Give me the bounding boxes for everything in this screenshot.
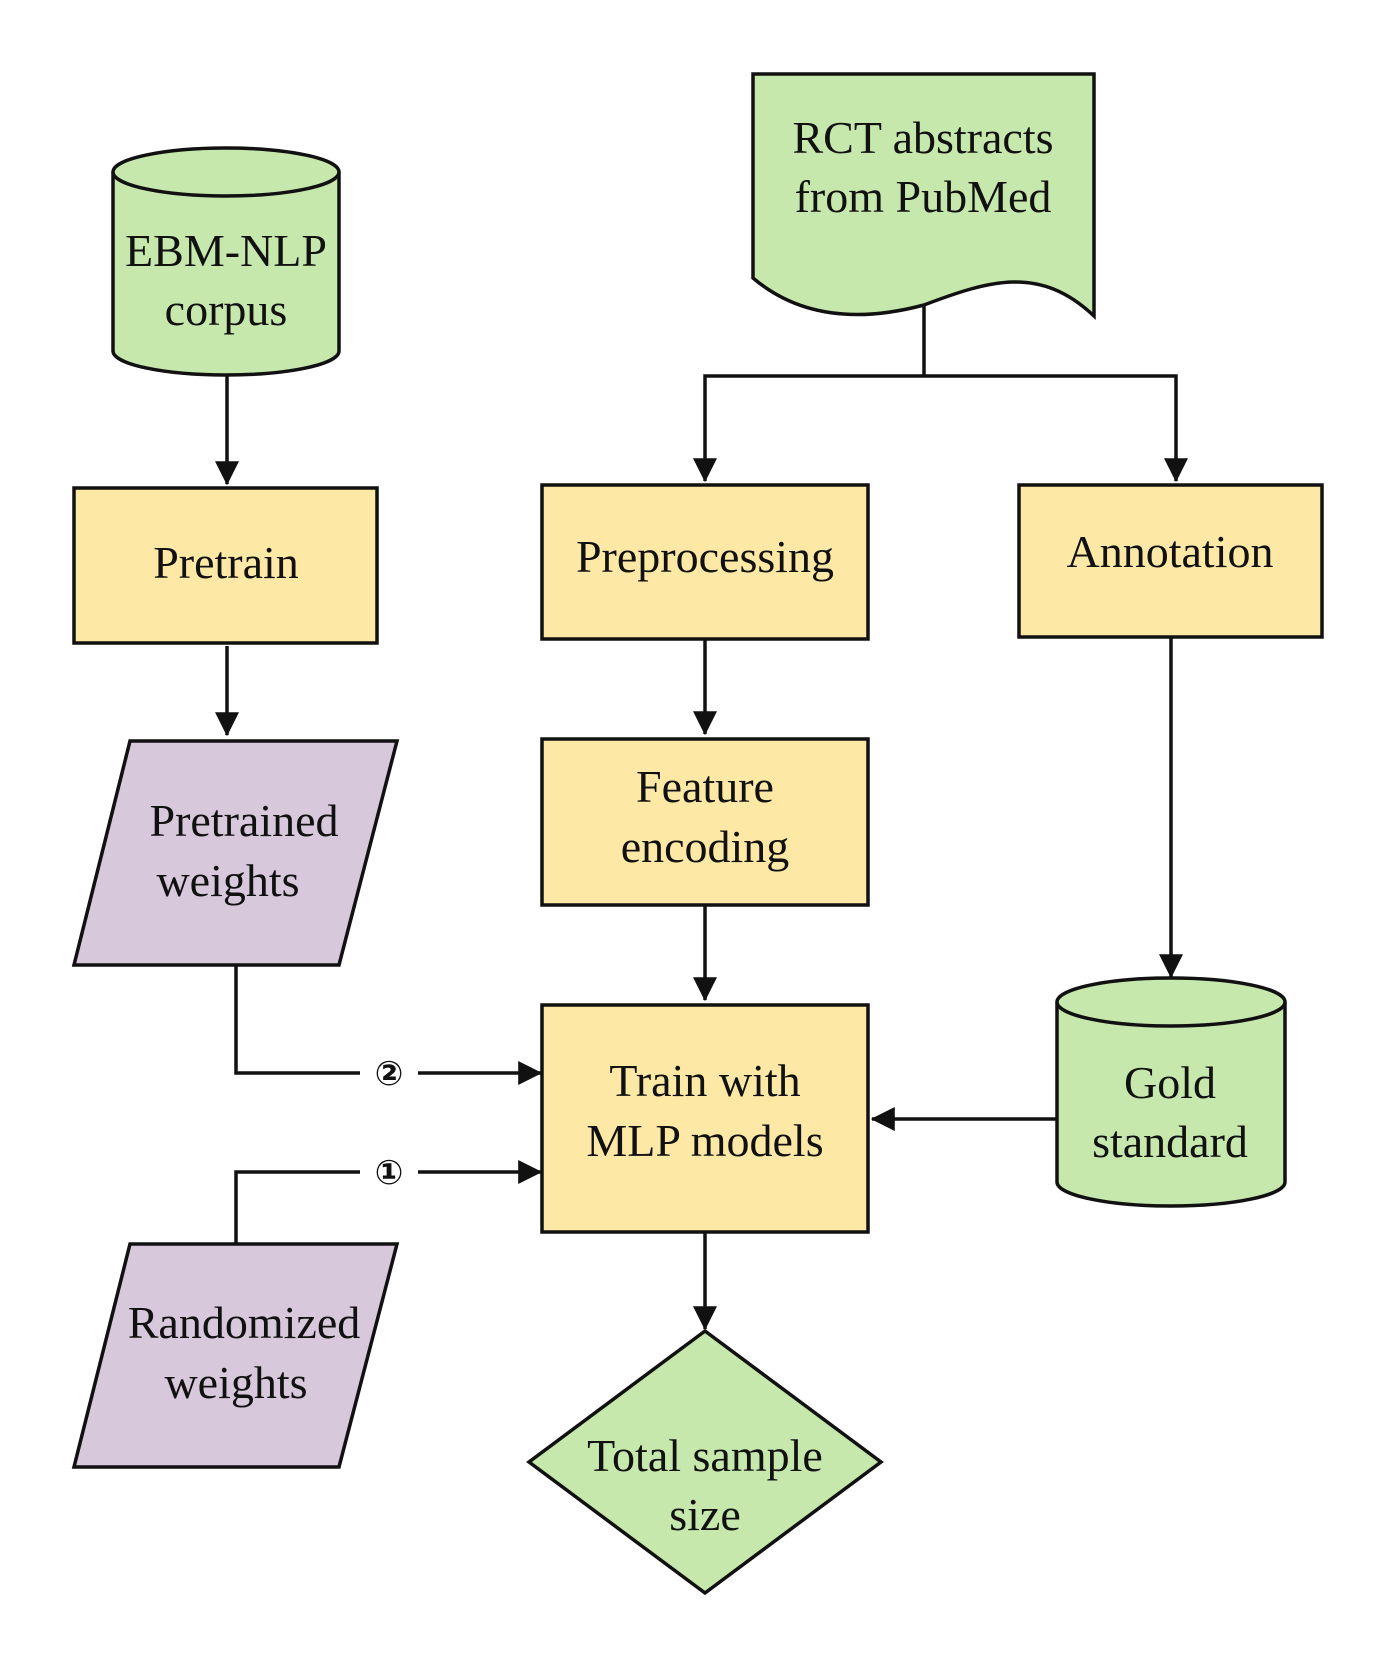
feature-line2: encoding [621, 821, 790, 872]
gold-line1: Gold [1124, 1057, 1216, 1108]
rct-line1: RCT abstracts [792, 112, 1053, 163]
preprocessing-label: Preprocessing [576, 531, 834, 582]
edge-rct-to-annotation [924, 374, 1188, 483]
node-pretrain: Pretrain [72, 486, 379, 645]
total-line2: size [669, 1489, 741, 1540]
node-feature-encoding: Feature encoding [540, 737, 870, 907]
randomized-line2: weights [164, 1357, 307, 1408]
feature-encoding-box [540, 737, 870, 907]
node-randomized-weights: Randomized weights [71, 1242, 400, 1469]
gold-cylinder-top [1055, 976, 1287, 1028]
marker-one-label: ① [375, 1153, 404, 1193]
document-shape [751, 72, 1096, 321]
cylinder-shape [111, 172, 341, 377]
pretrained-line1: Pretrained [149, 795, 338, 846]
randomized-weights-shape [71, 1242, 400, 1469]
node-total-sample-size: Total sample size [526, 1328, 884, 1596]
edge-randomized-to-train [234, 1170, 360, 1244]
pretrained-weights-shape [71, 739, 400, 967]
randomized-line1: Randomized [128, 1297, 361, 1348]
edge-rct-to-preprocessing [693, 374, 924, 483]
ebm-nlp-line1: EBM-NLP [125, 225, 327, 276]
preprocessing-box [540, 483, 870, 641]
edges [215, 296, 1188, 1331]
edge-pretrained-to-train [234, 965, 360, 1075]
marker-two: ② [375, 1054, 404, 1094]
node-gold-standard: Gold standard [1055, 976, 1287, 1208]
node-annotation: Annotation [1017, 483, 1324, 639]
node-pretrained-weights: Pretrained weights [71, 739, 400, 967]
feature-line1: Feature [636, 761, 774, 812]
marker-two-label: ② [375, 1054, 404, 1094]
train-mlp-box [540, 1003, 870, 1234]
node-ebm-nlp-corpus: EBM-NLP corpus [111, 146, 341, 377]
annotation-label: Annotation [1067, 526, 1274, 577]
pretrain-box [72, 486, 379, 645]
annotation-box [1017, 483, 1324, 639]
train-line1: Train with [609, 1055, 800, 1106]
total-line1: Total sample [587, 1430, 823, 1481]
total-sample-size-shape [526, 1328, 884, 1596]
pretrain-label: Pretrain [153, 537, 299, 588]
marker-one: ① [375, 1153, 404, 1193]
cylinder-top [111, 146, 341, 198]
node-preprocessing: Preprocessing [540, 483, 870, 641]
gold-cylinder-shape [1055, 1002, 1287, 1208]
pretrained-line2: weights [156, 855, 299, 906]
node-train-mlp: Train with MLP models [540, 1003, 870, 1234]
ebm-nlp-line2: corpus [165, 284, 288, 335]
rct-line2: from PubMed [795, 171, 1052, 222]
gold-line2: standard [1092, 1116, 1248, 1167]
node-rct-abstracts: RCT abstracts from PubMed [751, 72, 1096, 321]
train-line2: MLP models [586, 1115, 823, 1166]
